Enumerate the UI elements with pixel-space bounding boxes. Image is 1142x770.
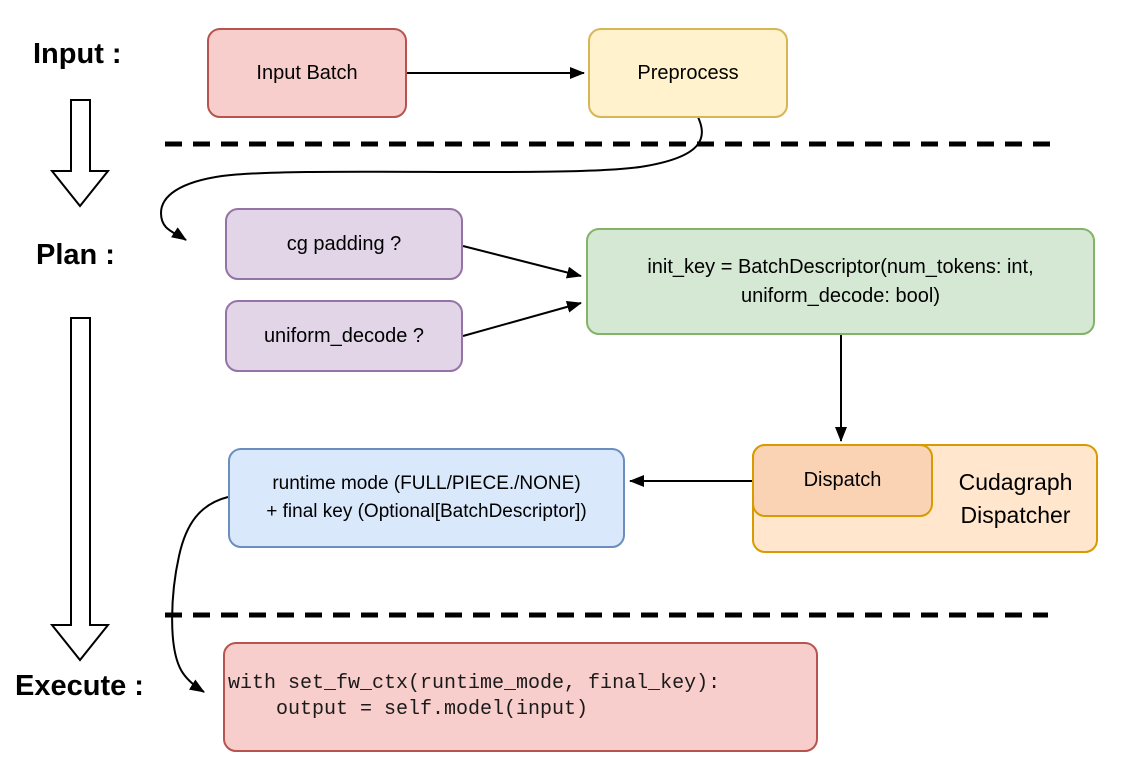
arrow-uniformdecode-to-initkey (462, 300, 582, 337)
node-uniform-decode: uniform_decode ? (225, 300, 463, 372)
phase-label-input: Input : (33, 38, 122, 70)
node-preprocess-label: Preprocess (637, 61, 739, 84)
dispatcher-label-line1: Cudagraph (958, 468, 1073, 495)
down-arrow-icon-plan-to-execute (49, 317, 111, 662)
node-runtime-line1: runtime mode (FULL/PIECE./NONE) (272, 473, 581, 494)
node-cg-padding: cg padding ? (225, 208, 463, 280)
code-line1: with set_fw_ctx(runtime_mode, final_key)… (228, 672, 721, 695)
node-preprocess: Preprocess (588, 28, 788, 118)
node-init-key-line2: uniform_decode: bool) (740, 284, 940, 307)
node-runtime-line2: + final key (Optional[BatchDescriptor]) (266, 501, 587, 522)
node-uniform-decode-label: uniform_decode ? (263, 324, 425, 347)
node-dispatch-label: Dispatch (803, 469, 882, 491)
node-dispatch: Dispatch (752, 444, 933, 517)
phase-label-execute: Execute : (15, 670, 144, 702)
node-runtime-mode: runtime mode (FULL/PIECE./NONE) + final … (228, 448, 625, 548)
node-init-key: init_key = BatchDescriptor(num_tokens: i… (586, 228, 1095, 335)
curve-runtimemode-to-code (171, 496, 229, 693)
node-cudagraph-dispatcher-label: Cudagraph Dispatcher (933, 444, 1098, 553)
dispatcher-label-line2: Dispatcher (960, 501, 1071, 528)
phase-label-plan: Plan : (36, 239, 115, 271)
node-input-batch-label: Input Batch (256, 61, 358, 84)
down-arrow-icon-input-to-plan (49, 99, 111, 208)
node-cg-padding-label: cg padding ? (286, 232, 402, 255)
node-execute-code: with set_fw_ctx(runtime_mode, final_key)… (223, 642, 818, 752)
arrow-cgpadding-to-initkey (462, 245, 582, 279)
node-input-batch: Input Batch (207, 28, 407, 118)
node-init-key-line1: init_key = BatchDescriptor(num_tokens: i… (647, 255, 1034, 278)
code-line2: output = self.model(input) (228, 698, 589, 721)
